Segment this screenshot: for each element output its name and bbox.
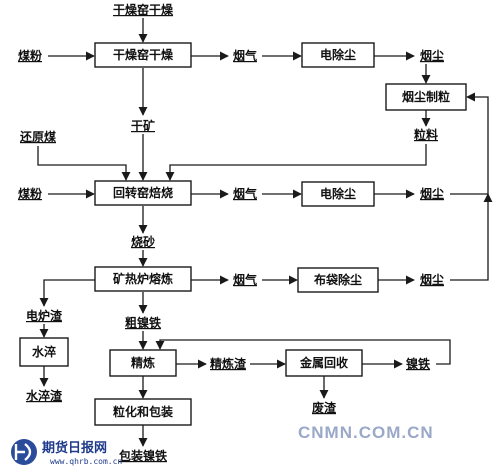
watermark-text: CNMN.COM.CN [298, 423, 434, 442]
node-label-reduction-coal: 还原煤 [19, 129, 56, 144]
node-label-flue-gas-3: 烟气 [233, 272, 257, 287]
node-reduction-coal: 还原煤 [19, 129, 56, 144]
logo-url: www.qhrb.com.cn [50, 457, 122, 466]
node-nickel-iron: 镍铁 [406, 356, 430, 371]
node-label-esp-2: 电除尘 [320, 186, 356, 201]
node-dry-ore: 干矿 [131, 118, 155, 133]
node-label-dry-top-label: 干燥窑干燥 [113, 2, 174, 17]
edge-reduction-coal-to-rotary-kiln [37, 146, 131, 181]
node-label-flue-gas-2: 烟气 [233, 186, 257, 201]
node-ore-furnace: 矿热炉熔炼 [94, 266, 192, 292]
node-label-water-quench: 水淬 [32, 344, 56, 359]
node-esp-1: 电除尘 [301, 42, 375, 68]
qhrb-logo-icon [11, 439, 37, 465]
node-label-pellets: 粒料 [414, 127, 438, 142]
node-label-dust-2: 烟尘 [420, 186, 444, 201]
node-box-bag-filter [297, 267, 379, 293]
node-crude-nickel: 粗镍铁 [125, 315, 161, 330]
node-label-dry-ore: 干矿 [131, 118, 155, 133]
node-dry-top-label: 干燥窑干燥 [113, 2, 174, 17]
node-label-coal-powder-1: 煤粉 [18, 48, 42, 63]
node-label-refining: 精炼 [131, 355, 155, 370]
branding: 期货日报网 www.qhrb.com.cn CNMN.COM.CN [11, 423, 434, 466]
node-label-ore-furnace: 矿热炉熔炼 [113, 271, 173, 286]
node-label-nickel-iron: 镍铁 [406, 356, 430, 371]
node-box-refining [109, 349, 177, 377]
node-label-calcine: 烧砂 [131, 234, 155, 249]
node-esp-2: 电除尘 [301, 181, 375, 207]
node-box-dust-pelletize [385, 83, 467, 111]
node-label-quench-slag: 水淬渣 [26, 388, 63, 403]
node-label-metal-recovery: 金属回收 [299, 355, 348, 370]
node-label-dry-kiln: 干燥窑干燥 [113, 47, 174, 62]
node-label-dust-3: 烟尘 [420, 272, 444, 287]
edge-dust-3-to-dust-pelletize [450, 193, 493, 281]
node-label-flue-gas-1: 烟气 [233, 48, 257, 63]
node-rotary-kiln: 回转窑焙烧 [94, 180, 192, 206]
node-box-ore-furnace [94, 266, 192, 292]
node-dust-pelletize: 烟尘制粒 [385, 83, 467, 111]
node-label-packed-nickel: 包装镍铁 [118, 448, 167, 463]
edge-pellets-to-rotary-kiln [165, 144, 427, 181]
node-dust-1: 烟尘 [420, 48, 444, 63]
node-label-bag-filter: 布袋除尘 [314, 272, 362, 287]
node-box-water-quench [19, 337, 69, 367]
logo-name: 期货日报网 [42, 440, 107, 456]
node-box-granulate-pack [94, 398, 192, 426]
node-metal-recovery: 金属回收 [285, 349, 363, 377]
node-calcine: 烧砂 [131, 234, 155, 249]
node-dust-3: 烟尘 [420, 272, 444, 287]
node-label-refining-slag: 精炼渣 [210, 356, 247, 371]
node-furnace-slag: 电炉渣 [26, 308, 63, 323]
node-label-rotary-kiln: 回转窑焙烧 [113, 185, 173, 200]
node-granulate-pack: 粒化和包装 [94, 398, 192, 426]
node-refining: 精炼 [109, 349, 177, 377]
node-coal-powder-2: 煤粉 [18, 186, 42, 201]
node-box-dry-kiln [94, 42, 192, 68]
node-label-dust-1: 烟尘 [420, 48, 444, 63]
node-flue-gas-3: 烟气 [233, 272, 257, 287]
node-water-quench: 水淬 [19, 337, 69, 367]
edge-nickel-iron-to-refining [155, 339, 451, 365]
node-waste-slag: 废渣 [312, 400, 337, 415]
node-pellets: 粒料 [414, 127, 438, 142]
node-dust-2: 烟尘 [420, 186, 444, 201]
node-box-metal-recovery [285, 349, 363, 377]
node-label-furnace-slag: 电炉渣 [26, 308, 63, 323]
nodes: 干燥窑干燥煤粉干燥窑干燥烟气电除尘烟尘烟尘制粒干矿粒料还原煤煤粉回转窑焙烧烟气电… [18, 2, 467, 463]
node-dry-kiln: 干燥窑干燥 [94, 42, 192, 68]
node-quench-slag: 水淬渣 [26, 388, 63, 403]
edge-ore-furnace-to-furnace-slag [39, 279, 95, 307]
node-bag-filter: 布袋除尘 [297, 267, 379, 293]
node-label-waste-slag: 废渣 [312, 400, 337, 415]
node-flue-gas-1: 烟气 [233, 48, 257, 63]
node-label-dust-pelletize: 烟尘制粒 [402, 89, 450, 104]
edges [37, 18, 493, 447]
node-refining-slag: 精炼渣 [210, 356, 247, 371]
node-label-granulate-pack: 粒化和包装 [113, 404, 173, 419]
node-label-esp-1: 电除尘 [320, 47, 356, 62]
node-box-esp-1 [301, 42, 375, 68]
node-label-coal-powder-2: 煤粉 [18, 186, 42, 201]
node-box-rotary-kiln [94, 180, 192, 206]
node-label-crude-nickel: 粗镍铁 [125, 315, 161, 330]
node-flue-gas-2: 烟气 [233, 186, 257, 201]
node-packed-nickel: 包装镍铁 [118, 448, 167, 463]
node-coal-powder-1: 煤粉 [18, 48, 42, 63]
edge-dust-2-to-dust-pelletize [450, 92, 489, 195]
node-box-esp-2 [301, 181, 375, 207]
